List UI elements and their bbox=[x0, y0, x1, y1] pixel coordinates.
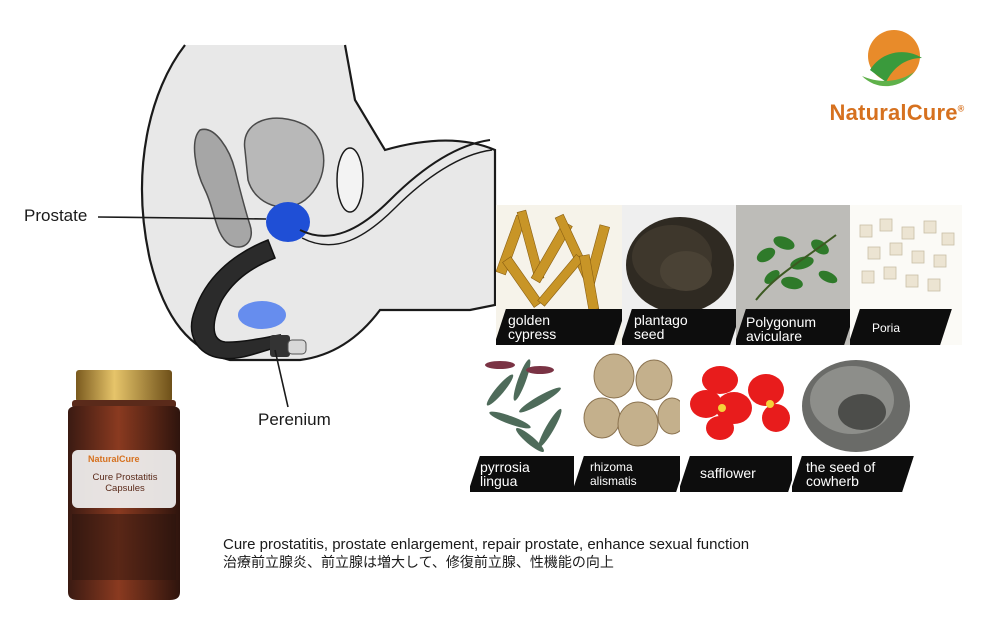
herb-panel-cowherb-seed: the seed of cowherb bbox=[792, 350, 916, 492]
herb-caption-line: cowherb bbox=[806, 473, 859, 489]
herb-caption-line: Poria bbox=[872, 321, 901, 335]
herb-caption-line: Polygonum bbox=[746, 314, 817, 330]
registered-mark: ® bbox=[957, 103, 965, 114]
pelvis-cross-section bbox=[97, 44, 497, 408]
herb-panel-polygonum-aviculare: Polygonum aviculare bbox=[736, 205, 852, 345]
herb-panel-poria: Poria bbox=[850, 205, 962, 345]
bottle-product-name: Cure Prostatitis Capsules bbox=[92, 472, 158, 494]
herb-caption-line: golden bbox=[508, 312, 551, 328]
anatomy-illustration: Prostate Perenium bbox=[0, 30, 520, 470]
herb-panel-plantago-seed: plantago seed bbox=[622, 205, 738, 345]
prostate-label: Prostate bbox=[24, 206, 88, 225]
herb-panel-safflower: safflower bbox=[680, 350, 798, 492]
herb-caption-line: cypress bbox=[508, 326, 557, 342]
herb-caption-line: aviculare bbox=[746, 328, 803, 344]
herb-caption-line: lingua bbox=[480, 473, 518, 489]
herb-caption-line: alismatis bbox=[590, 474, 637, 488]
herb-caption-line: safflower bbox=[700, 465, 756, 481]
perineum-label: Perenium bbox=[258, 410, 331, 429]
herb-caption-line: rhizoma bbox=[590, 460, 633, 474]
herb-caption-line: pyrrosia bbox=[480, 459, 530, 475]
description-japanese: 治療前立腺炎、前立腺は増大して、修復前立腺、性機能の向上 bbox=[223, 555, 614, 571]
herb-caption-line: seed bbox=[634, 326, 665, 342]
description-english: Cure prostatitis, prostate enlargement, … bbox=[223, 536, 750, 553]
leaf-sun-icon bbox=[862, 30, 922, 87]
herb-panel-rhizoma-alismatis: rhizoma alismatis bbox=[574, 350, 690, 492]
herb-panel-golden-cypress: golden cypress bbox=[496, 205, 624, 345]
product-bottle: NaturalCure Cure Prostatitis Capsules bbox=[58, 368, 188, 603]
herb-panel-pyrrosia-lingua: pyrrosia lingua bbox=[470, 350, 586, 492]
bottle-shape bbox=[68, 370, 180, 600]
product-description: Cure prostatitis, prostate enlargement, … bbox=[223, 536, 863, 572]
brand-name: NaturalCure bbox=[829, 100, 958, 125]
brand-logo: NaturalCure® bbox=[812, 28, 982, 138]
herb-caption-line: plantago bbox=[634, 312, 688, 328]
herb-caption-line: the seed of bbox=[806, 459, 876, 475]
bottle-brand: NaturalCure bbox=[88, 454, 140, 464]
